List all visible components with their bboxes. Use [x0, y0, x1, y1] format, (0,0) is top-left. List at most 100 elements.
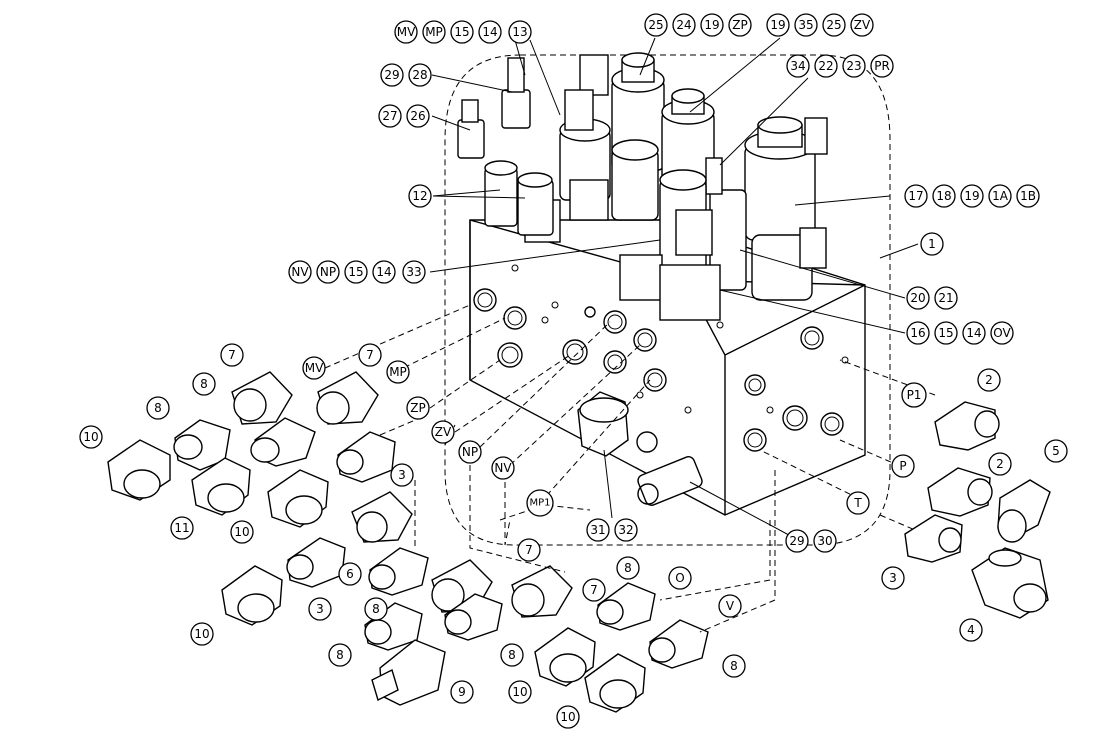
svg-text:20: 20 [910, 291, 925, 305]
svg-text:8: 8 [372, 602, 380, 616]
svg-text:PR: PR [874, 59, 890, 73]
callout-25b: 25 [822, 13, 846, 37]
callout-mp: MP [422, 20, 446, 44]
svg-text:3: 3 [889, 571, 897, 585]
svg-text:13: 13 [512, 25, 527, 39]
svg-text:23: 23 [846, 59, 861, 73]
callout-8e: 8 [328, 643, 352, 667]
svg-text:14: 14 [376, 265, 391, 279]
svg-text:15: 15 [348, 265, 363, 279]
callout-28: 28 [408, 63, 432, 87]
svg-text:8: 8 [624, 561, 632, 575]
callout-7b: 7 [358, 343, 382, 367]
callout-7a: 7 [220, 343, 244, 367]
svg-text:MP: MP [425, 25, 443, 39]
svg-text:14: 14 [482, 25, 497, 39]
callout-5: 5 [1044, 439, 1068, 463]
callout-29: 29 [380, 63, 404, 87]
label-mp: MP [386, 360, 410, 384]
svg-text:3: 3 [398, 468, 406, 482]
callout-32: 32 [614, 518, 638, 542]
svg-text:7: 7 [525, 543, 533, 557]
callout-23: 23 [842, 54, 866, 78]
svg-text:19: 19 [964, 189, 979, 203]
callout-3c: 3 [881, 566, 905, 590]
callout-20: 20 [906, 286, 930, 310]
svg-text:MP: MP [389, 365, 407, 379]
svg-text:30: 30 [817, 534, 832, 548]
callout-18: 18 [932, 184, 956, 208]
solenoid-valves [457, 52, 828, 321]
callout-10e: 10 [556, 705, 580, 729]
callout-10c: 10 [190, 622, 214, 646]
callout-group: MV MP 15 14 13 25 24 19 ZP 19 35 25 ZV 2… [79, 13, 1068, 729]
svg-text:1B: 1B [1020, 189, 1036, 203]
svg-text:T: T [853, 496, 862, 510]
svg-text:28: 28 [412, 68, 427, 82]
svg-text:8: 8 [730, 659, 738, 673]
callout-ov: OV [990, 321, 1014, 345]
svg-text:ZP: ZP [732, 18, 747, 32]
svg-text:8: 8 [336, 648, 344, 662]
callout-11: 11 [170, 516, 194, 540]
callout-2a: 2 [977, 368, 1001, 392]
callout-8d: 8 [616, 556, 640, 580]
svg-text:10: 10 [83, 430, 98, 444]
callout-1: 1 [920, 232, 944, 256]
svg-text:3: 3 [316, 602, 324, 616]
callout-19c: 19 [960, 184, 984, 208]
svg-text:2: 2 [996, 457, 1004, 471]
label-mp1: MP1 [526, 489, 554, 517]
svg-text:8: 8 [508, 648, 516, 662]
label-mv: MV [302, 356, 326, 380]
label-zv: ZV [431, 420, 455, 444]
callout-mv: MV [394, 20, 418, 44]
callout-12: 12 [408, 184, 432, 208]
callout-19: 19 [700, 13, 724, 37]
callout-33: 33 [402, 260, 426, 284]
svg-text:NV: NV [291, 265, 309, 279]
callout-24: 24 [672, 13, 696, 37]
svg-text:34: 34 [790, 59, 805, 73]
svg-text:22: 22 [818, 59, 833, 73]
svg-text:25: 25 [648, 18, 663, 32]
svg-text:35: 35 [798, 18, 813, 32]
svg-text:O: O [675, 571, 684, 585]
callout-13: 13 [508, 20, 532, 44]
svg-text:14: 14 [966, 326, 981, 340]
callout-26: 26 [406, 104, 430, 128]
svg-text:19: 19 [770, 18, 785, 32]
svg-text:7: 7 [366, 348, 374, 362]
svg-text:12: 12 [412, 189, 427, 203]
svg-text:4: 4 [967, 623, 975, 637]
callout-8c: 8 [364, 597, 388, 621]
svg-text:NP: NP [320, 265, 336, 279]
svg-text:26: 26 [410, 109, 425, 123]
callout-27: 27 [378, 104, 402, 128]
label-np: NP [458, 440, 482, 464]
svg-text:10: 10 [194, 627, 209, 641]
callout-25: 25 [644, 13, 668, 37]
callout-35: 35 [794, 13, 818, 37]
callout-8f: 8 [500, 643, 524, 667]
callout-4: 4 [959, 618, 983, 642]
svg-text:1A: 1A [992, 189, 1009, 203]
callout-1b: 1B [1016, 184, 1040, 208]
svg-text:MP1: MP1 [529, 498, 550, 509]
callout-30: 30 [813, 529, 837, 553]
callout-6: 6 [338, 562, 362, 586]
svg-text:7: 7 [228, 348, 236, 362]
callout-1a: 1A [988, 184, 1012, 208]
svg-text:8: 8 [200, 377, 208, 391]
svg-text:10: 10 [512, 685, 527, 699]
svg-text:NV: NV [494, 461, 512, 475]
callout-14b: 14 [372, 260, 396, 284]
loose-fittings [107, 371, 1051, 713]
svg-text:2: 2 [985, 373, 993, 387]
svg-text:25: 25 [826, 18, 841, 32]
svg-text:31: 31 [590, 523, 605, 537]
svg-text:6: 6 [346, 567, 354, 581]
label-o: O [668, 566, 692, 590]
svg-text:MV: MV [305, 361, 324, 375]
svg-text:ZV: ZV [854, 18, 871, 32]
